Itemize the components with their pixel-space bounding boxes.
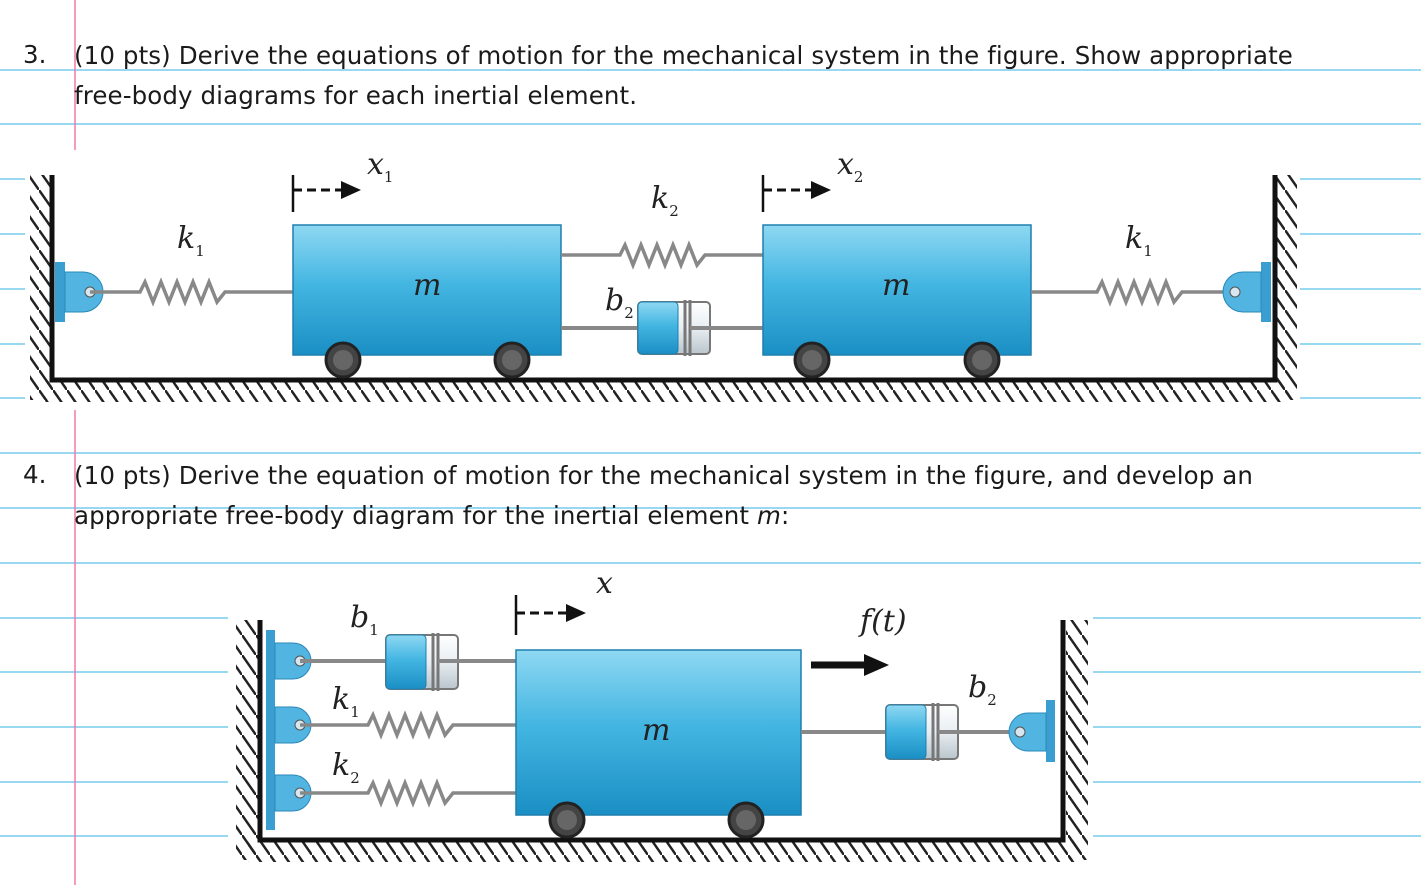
x-arrow [514, 595, 586, 635]
figure-single-mass-system: x b1 k1 k2 b2 f(t) m [228, 575, 1093, 875]
x1-arrow [291, 175, 361, 212]
label-k2: k2 [651, 181, 679, 220]
label-mass-2: m [882, 268, 910, 303]
label-x2: x2 [837, 150, 863, 186]
right-wall-hatch [1066, 620, 1088, 860]
label-b1: b1 [350, 600, 379, 639]
ground-hatch [45, 380, 1290, 402]
middle-damper [561, 300, 763, 356]
problem-3-line-1: (10 pts) Derive the equations of motion … [74, 41, 1293, 70]
label-x1: x1 [367, 150, 393, 186]
left-wall-hatch [30, 175, 52, 400]
label-mass-1: m [413, 268, 441, 303]
problem-3-line-2: free-body diagrams for each inertial ele… [74, 81, 638, 110]
label-b2: b2 [968, 670, 997, 709]
label-b2: b2 [605, 283, 634, 322]
right-wall-mount [1008, 700, 1055, 762]
mass-1 [292, 224, 562, 356]
problem-4-number: 4. [23, 460, 47, 489]
label-left-k1: k1 [177, 221, 205, 260]
damper-b2 [801, 703, 1018, 761]
label-right-k1: k1 [1125, 221, 1153, 260]
label-force: f(t) [858, 604, 907, 639]
problem-4-line-1: (10 pts) Derive the equation of motion f… [74, 461, 1253, 490]
left-spring [90, 277, 293, 307]
problem-3-number: 3. [23, 40, 47, 69]
middle-spring [561, 240, 763, 270]
label-x: x [596, 575, 613, 601]
left-wall-mounts [266, 630, 312, 830]
ground-line [49, 175, 1278, 383]
label-k2: k2 [332, 748, 360, 787]
left-wall-hatch [236, 620, 258, 860]
label-k1: k1 [332, 682, 360, 721]
damper-b1 [300, 633, 516, 691]
mass [515, 649, 802, 816]
ground-hatch [248, 840, 1083, 862]
x2-arrow [761, 175, 831, 212]
label-mass: m [642, 713, 670, 748]
right-wall-hatch [1275, 175, 1297, 400]
mass-2 [762, 224, 1032, 356]
problem-4-line-2: appropriate free-body diagram for the in… [74, 501, 790, 530]
figure-two-mass-system: x1 x2 k1 k2 b2 k1 m m [25, 150, 1300, 410]
right-spring [1031, 277, 1235, 307]
spring-k2 [300, 778, 516, 808]
spring-k1 [300, 710, 516, 740]
force-arrow [811, 654, 889, 676]
right-wall-mount [1222, 262, 1271, 322]
ground-line [257, 620, 1066, 843]
